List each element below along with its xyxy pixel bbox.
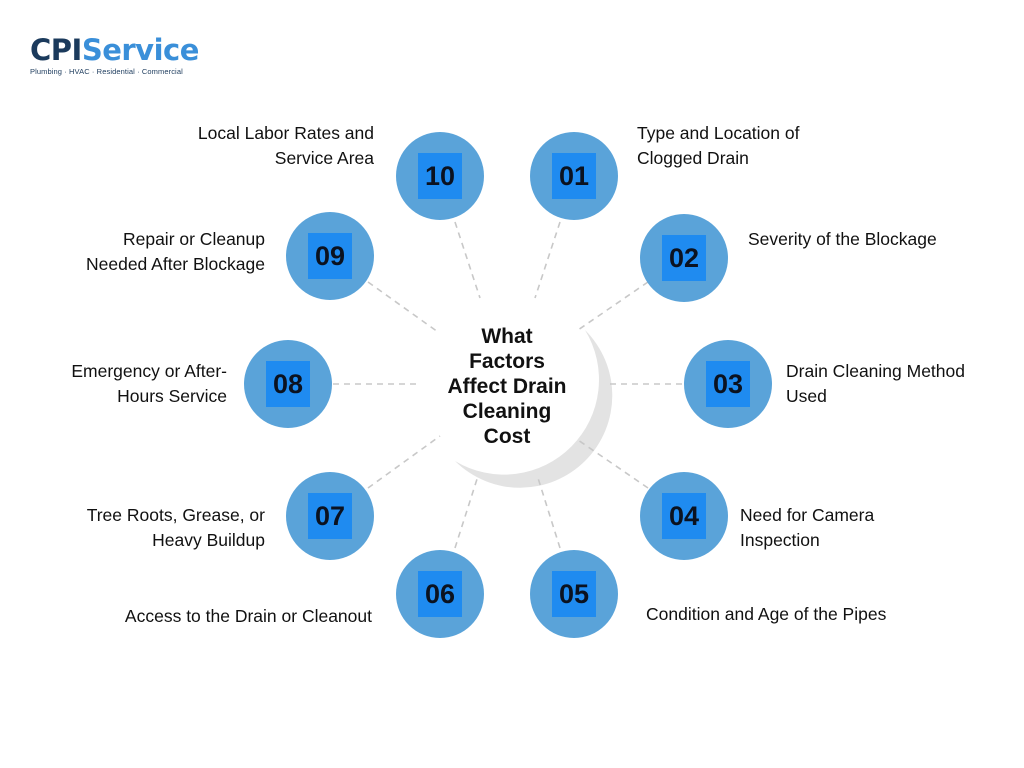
- factor-number-10: 10: [418, 153, 462, 199]
- factor-label-03-line-2: Used: [786, 386, 827, 406]
- brand-logo: CPIService Plumbing · HVAC · Residential…: [30, 34, 199, 76]
- connector-07: [367, 435, 441, 489]
- factor-number-05: 05: [552, 571, 596, 617]
- factor-number-09: 09: [308, 233, 352, 279]
- logo-service: Service: [81, 33, 200, 67]
- factor-label-01-line-2: Clogged Drain: [637, 148, 749, 168]
- factor-node-02: 02: [640, 214, 728, 302]
- factor-label-10-line-2: Service Area: [274, 148, 374, 168]
- factor-number-06: 06: [418, 571, 462, 617]
- center-title-line-1: What: [481, 325, 533, 348]
- factor-label-05: Condition and Age of the Pipes: [646, 602, 886, 627]
- factor-label-01-line-1: Type and Location of: [637, 123, 800, 143]
- factor-label-06-line-1: Access to the Drain or Cleanout: [124, 606, 372, 626]
- logo-wordmark: CPIService: [30, 34, 199, 66]
- logo-tagline: Plumbing · HVAC · Residential · Commerci…: [30, 67, 183, 76]
- factor-label-02: Severity of the Blockage: [748, 227, 937, 252]
- center-title-line-5: Cost: [483, 425, 531, 448]
- factor-label-09-line-1: Repair or Cleanup: [122, 229, 265, 249]
- factor-label-08-line-2: Hours Service: [117, 386, 227, 406]
- factor-number-07: 07: [308, 493, 352, 539]
- factor-label-07-line-2: Heavy Buildup: [152, 530, 265, 550]
- factor-label-03: Drain Cleaning Method Used: [786, 359, 965, 409]
- connector-06: [454, 475, 479, 549]
- factor-label-03-line-1: Drain Cleaning Method: [786, 361, 965, 381]
- connector-05: [537, 477, 561, 549]
- factor-label-10: Local Labor Rates and Service Area: [198, 121, 374, 171]
- factor-label-04: Need for Camera Inspection: [740, 503, 874, 553]
- factor-label-01: Type and Location of Clogged Drain: [637, 121, 799, 171]
- center-crescent: [455, 330, 613, 488]
- factor-label-07: Tree Roots, Grease, or Heavy Buildup: [87, 503, 265, 553]
- factor-label-09: Repair or Cleanup Needed After Blockage: [86, 227, 265, 277]
- connector-02: [577, 281, 649, 331]
- factor-node-04: 04: [640, 472, 728, 560]
- factor-number-08: 08: [266, 361, 310, 407]
- factor-label-10-line-1: Local Labor Rates and: [197, 123, 374, 143]
- factor-label-08-line-1: Emergency or After-: [71, 361, 227, 381]
- factor-node-05: 05: [530, 550, 618, 638]
- factor-label-07-line-1: Tree Roots, Grease, or: [86, 505, 265, 525]
- connector-10: [454, 221, 481, 299]
- connector-04: [577, 439, 649, 489]
- center-title-line-3: Affect Drain: [447, 375, 567, 398]
- factor-label-06: Access to the Drain or Cleanout: [125, 604, 372, 629]
- factor-label-02-line-1: Severity of the Blockage: [748, 229, 937, 249]
- factor-number-02: 02: [662, 235, 706, 281]
- factor-label-04-line-2: Inspection: [740, 530, 820, 550]
- center-title: What Factors Affect Drain Cleaning Cost: [420, 324, 594, 449]
- factor-label-04-line-1: Need for Camera: [740, 505, 875, 525]
- factor-label-05-line-1: Condition and Age of the Pipes: [646, 604, 887, 624]
- connector-09: [367, 281, 439, 333]
- connector-01: [534, 221, 561, 299]
- factor-node-03: 03: [684, 340, 772, 428]
- factor-node-10: 10: [396, 132, 484, 220]
- factor-node-09: 09: [286, 212, 374, 300]
- factor-number-04: 04: [662, 493, 706, 539]
- factor-number-03: 03: [706, 361, 750, 407]
- factor-label-08: Emergency or After- Hours Service: [71, 359, 227, 409]
- center-title-line-4: Cleaning: [462, 400, 552, 423]
- factor-node-08: 08: [244, 340, 332, 428]
- factor-label-09-line-2: Needed After Blockage: [85, 254, 265, 274]
- logo-cpi: CPI: [30, 33, 82, 67]
- center-title-line-2: Factors: [469, 350, 545, 373]
- factor-node-06: 06: [396, 550, 484, 638]
- factor-number-01: 01: [552, 153, 596, 199]
- factor-node-07: 07: [286, 472, 374, 560]
- factor-node-01: 01: [530, 132, 618, 220]
